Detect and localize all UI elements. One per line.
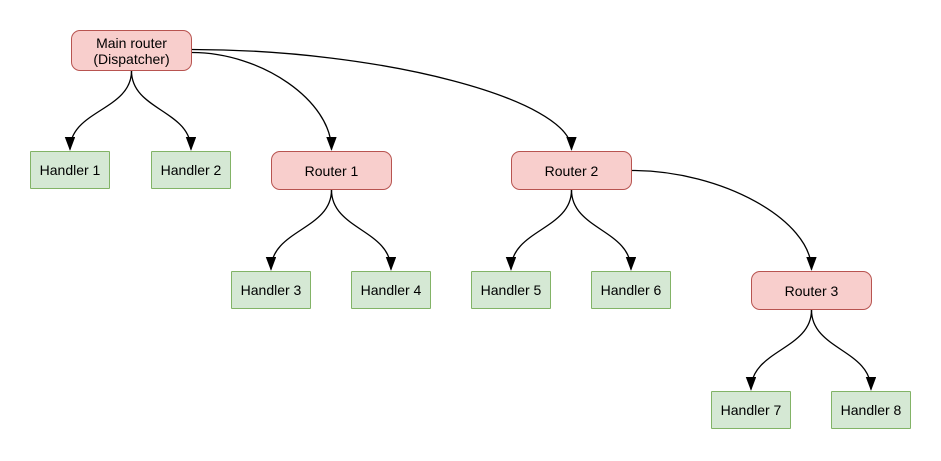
edge-r2-h6	[570, 189, 632, 270]
node-h7[interactable]: Handler 7	[711, 391, 791, 429]
node-label: Handler 5	[480, 282, 542, 298]
node-label: Handler 1	[39, 162, 101, 178]
node-h8[interactable]: Handler 8	[831, 391, 911, 429]
node-h1[interactable]: Handler 1	[30, 151, 110, 189]
node-label: Router 3	[784, 282, 839, 299]
node-label: Handler 3	[240, 282, 302, 298]
edge-main-h1	[70, 70, 133, 150]
node-label: Handler 8	[840, 402, 902, 418]
node-label: Handler 6	[600, 282, 662, 298]
node-h5[interactable]: Handler 5	[471, 271, 551, 309]
node-main[interactable]: Main router (Dispatcher)	[71, 30, 192, 71]
edge-r1-h3	[271, 189, 333, 270]
node-label: Router 1	[304, 162, 359, 179]
node-r2[interactable]: Router 2	[511, 151, 632, 190]
node-r3[interactable]: Router 3	[751, 271, 872, 310]
edge-r3-h7	[751, 309, 813, 390]
node-label: Handler 7	[720, 402, 782, 418]
node-h4[interactable]: Handler 4	[351, 271, 431, 309]
node-label: Handler 4	[360, 282, 422, 298]
node-label: Main router (Dispatcher)	[93, 34, 170, 67]
edge-main-h2	[130, 70, 192, 150]
node-h6[interactable]: Handler 6	[591, 271, 671, 309]
edge-main-r2	[191, 48, 572, 150]
edge-r3-h8	[810, 309, 872, 390]
node-h2[interactable]: Handler 2	[151, 151, 231, 189]
node-r1[interactable]: Router 1	[271, 151, 392, 190]
edge-r1-h4	[330, 189, 392, 270]
node-label: Handler 2	[160, 162, 222, 178]
edge-r2-h5	[511, 189, 573, 270]
edge-r2-r3	[631, 169, 812, 270]
node-h3[interactable]: Handler 3	[231, 271, 311, 309]
node-label: Router 2	[544, 162, 599, 179]
edge-main-r1	[191, 51, 332, 150]
